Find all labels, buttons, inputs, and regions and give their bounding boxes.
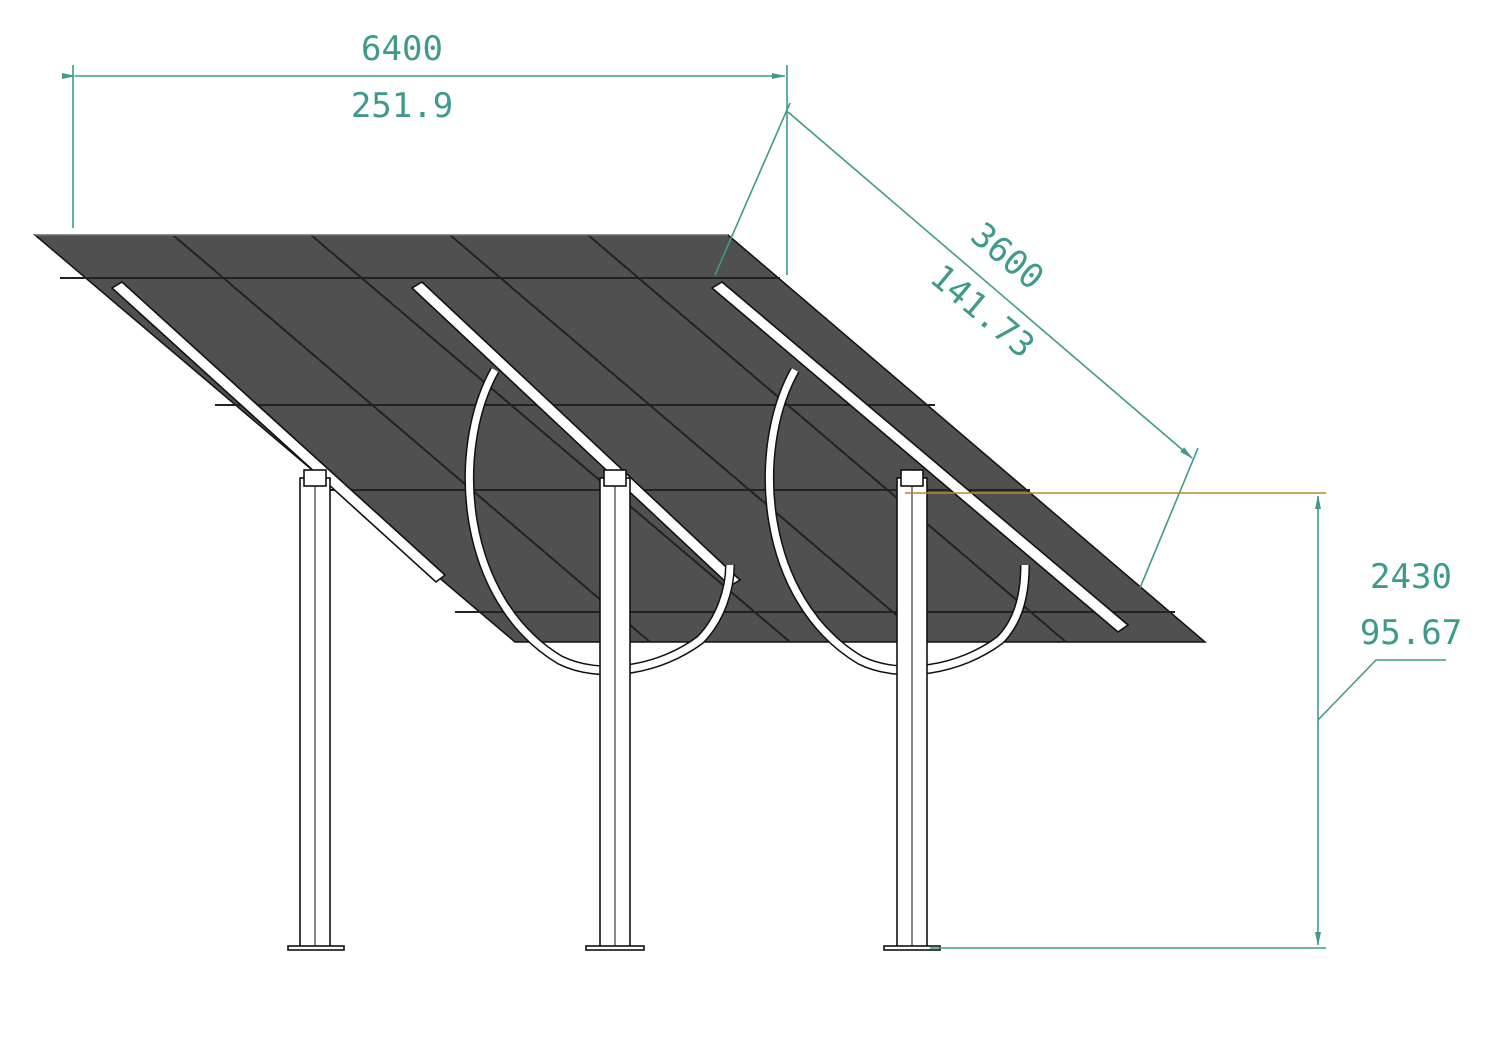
support-arcs-front: [464, 367, 1030, 676]
support-rails: [110, 281, 1130, 634]
post-left: [287, 469, 345, 951]
height-inch: 95.67: [1360, 613, 1462, 653]
support-arcs: [162, 367, 434, 671]
post-middle: [585, 469, 645, 951]
post-right: [883, 469, 941, 951]
dimension-height: 2430 95.67: [905, 492, 1462, 949]
height-mm: 2430: [1370, 557, 1452, 597]
dimension-width: 6400 251.9: [62, 29, 788, 275]
width-mm: 6400: [361, 29, 443, 69]
width-inch: 251.9: [351, 86, 453, 126]
posts: [287, 469, 941, 951]
